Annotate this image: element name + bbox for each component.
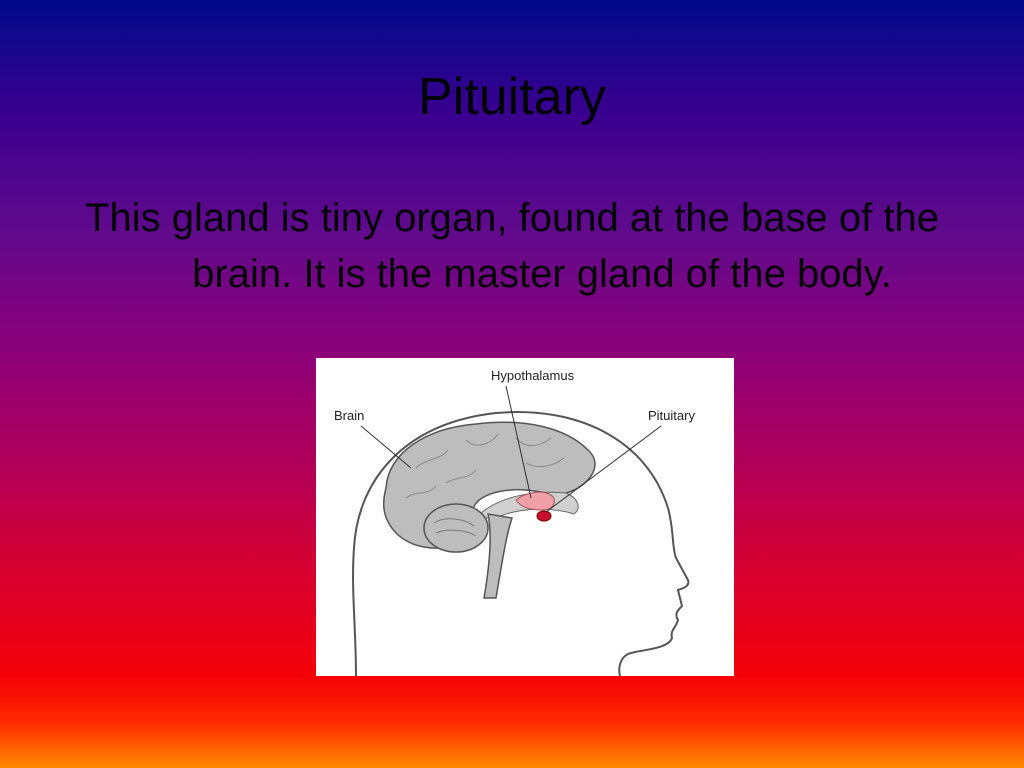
slide-body-text: This gland is tiny organ, found at the b… (85, 196, 939, 296)
label-hypothalamus: Hypothalamus (491, 368, 575, 383)
cerebellum (423, 503, 489, 553)
head-outline (352, 411, 690, 676)
brain-diagram: Hypothalamus Brain Pituitary (316, 358, 734, 676)
brain-diagram-svg: Hypothalamus Brain Pituitary (334, 368, 695, 676)
slide-title: Pituitary (418, 68, 606, 126)
label-pituitary: Pituitary (648, 408, 695, 423)
label-brain: Brain (334, 408, 364, 423)
pituitary-gland (536, 510, 552, 522)
brainstem (483, 513, 513, 599)
